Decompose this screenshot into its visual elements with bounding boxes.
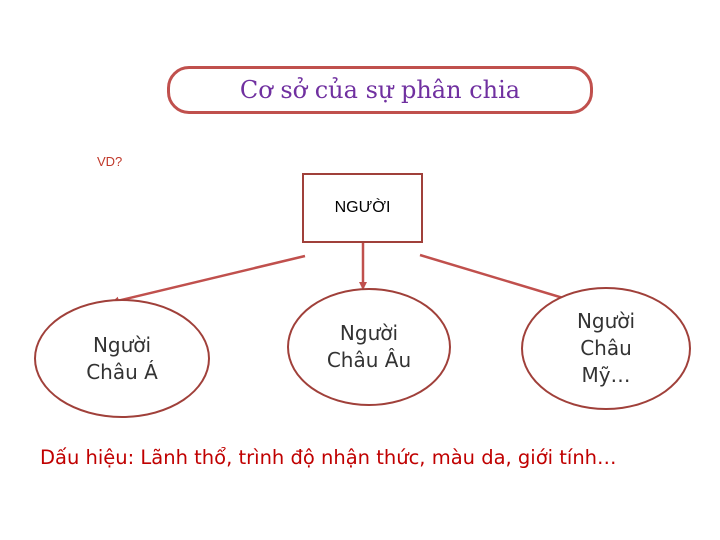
title-box: Cơ sở của sự phân chia	[167, 66, 593, 114]
node-asia: Người Châu Á	[34, 299, 210, 418]
node-america-label: Người Châu Mỹ…	[576, 309, 636, 387]
root-node: NGƯỜI	[302, 173, 423, 243]
root-label: NGƯỜI	[334, 199, 391, 216]
node-europe-label: Người Châu Âu	[326, 321, 412, 372]
node-asia-label: Người Châu Á	[86, 332, 158, 384]
node-america: Người Châu Mỹ…	[521, 287, 691, 410]
criteria-text: Dấu hiệu: Lãnh thổ, trình độ nhận thức, …	[40, 446, 617, 469]
title: Cơ sở của sự phân chia	[239, 76, 521, 104]
node-europe: Người Châu Âu	[287, 288, 451, 406]
example-label: VD?	[97, 154, 123, 169]
arrow-to-asia	[111, 254, 306, 305]
